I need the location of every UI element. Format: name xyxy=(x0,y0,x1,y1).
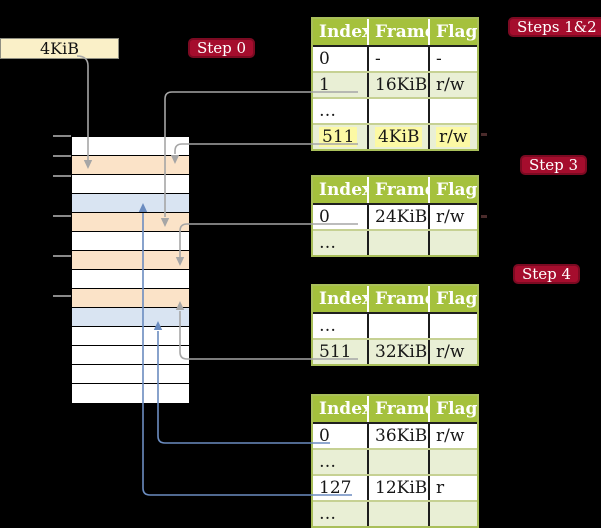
table-cell xyxy=(367,231,428,255)
header-cell: Frame xyxy=(367,286,428,312)
table-row: … xyxy=(313,500,477,526)
page-table-4: Index Frame Flags 0 36KiB r/w … 127 12Ki… xyxy=(311,394,479,528)
cut-off-stub xyxy=(481,215,487,218)
table-cell: … xyxy=(319,452,336,472)
table-header-row: Index Frame Flags xyxy=(313,177,477,203)
table-cell: … xyxy=(319,233,336,253)
table-cell: - xyxy=(367,47,428,71)
header-cell: Index xyxy=(319,180,367,200)
header-cell: Frame xyxy=(367,396,428,422)
header-cell: Flags xyxy=(428,177,477,203)
page-table-3: Index Frame Flags … 511 32KiB r/w xyxy=(311,284,479,366)
table-header-row: Index Frame Flags xyxy=(313,286,477,312)
table-row: 1 16KiB r/w xyxy=(313,71,477,97)
highlighted-value: 511 xyxy=(319,127,358,147)
cut-off-stub xyxy=(481,133,487,136)
table-cell: 511 xyxy=(319,342,352,362)
memory-row xyxy=(72,384,189,403)
table-cell xyxy=(367,502,428,526)
table-cell: 0 xyxy=(319,426,330,446)
header-cell: Flags xyxy=(428,19,477,45)
table-row-highlighted: 511 4KiB r/w xyxy=(313,123,477,149)
step-4-label: Step 4 xyxy=(513,264,581,284)
table-cell: 4KiB xyxy=(367,125,428,149)
memory-column xyxy=(71,136,190,404)
table-cell: r/w xyxy=(428,340,477,364)
memory-row xyxy=(72,327,189,346)
step-3-label: Step 3 xyxy=(520,155,588,175)
table-cell: 0 xyxy=(319,49,330,69)
table-cell: 0 xyxy=(319,207,330,227)
table-cell: r xyxy=(428,476,477,500)
memory-row xyxy=(72,194,189,213)
highlighted-value: r/w xyxy=(436,127,471,147)
table-cell xyxy=(367,99,428,123)
memory-row xyxy=(72,289,189,308)
table-cell: 1 xyxy=(319,75,330,95)
table-row: 127 12KiB r xyxy=(313,474,477,500)
table-row: 0 - - xyxy=(313,45,477,71)
cr3-box-label: 4KiB xyxy=(39,39,79,58)
table-cell xyxy=(428,231,477,255)
memory-row xyxy=(72,213,189,232)
memory-tick-marks xyxy=(53,135,71,297)
table-cell xyxy=(367,314,428,338)
step-0-label: Step 0 xyxy=(188,38,256,58)
header-cell: Index xyxy=(319,399,367,419)
table-cell: r/w xyxy=(428,125,477,149)
cr3-box: 4KiB xyxy=(0,38,119,59)
table-cell: 24KiB xyxy=(367,205,428,229)
highlighted-value: 4KiB xyxy=(375,127,423,147)
header-cell: Index xyxy=(319,289,367,309)
header-cell: Index xyxy=(319,22,367,42)
table-row: 0 36KiB r/w xyxy=(313,422,477,448)
table-row: … xyxy=(313,312,477,338)
table-cell: 36KiB xyxy=(367,424,428,448)
table-row: 511 32KiB r/w xyxy=(313,338,477,364)
page-table-1: Index Frame Flags 0 - - 1 16KiB r/w … 51… xyxy=(311,17,479,151)
table-cell: … xyxy=(319,504,336,524)
steps-1-2-label: Steps 1&2 xyxy=(508,17,601,37)
memory-row xyxy=(72,270,189,289)
memory-row xyxy=(72,156,189,175)
table-cell: r/w xyxy=(428,424,477,448)
table-cell: 127 xyxy=(319,478,352,498)
table-cell xyxy=(428,314,477,338)
header-cell: Flags xyxy=(428,396,477,422)
table-row: … xyxy=(313,448,477,474)
table-row: … xyxy=(313,97,477,123)
table-header-row: Index Frame Flags xyxy=(313,19,477,45)
table-cell: r/w xyxy=(428,73,477,97)
table-cell xyxy=(428,502,477,526)
memory-row xyxy=(72,175,189,194)
table-cell: 32KiB xyxy=(367,340,428,364)
header-cell: Frame xyxy=(367,177,428,203)
header-cell: Flags xyxy=(428,286,477,312)
table-row: … xyxy=(313,229,477,255)
memory-row xyxy=(72,137,189,156)
memory-row xyxy=(72,251,189,270)
table-cell xyxy=(428,450,477,474)
table-cell xyxy=(367,450,428,474)
page-table-2: Index Frame Flags 0 24KiB r/w … xyxy=(311,175,479,257)
table-cell: r/w xyxy=(428,205,477,229)
memory-row xyxy=(72,346,189,365)
memory-row xyxy=(72,365,189,384)
table-cell xyxy=(428,99,477,123)
table-cell: 12KiB xyxy=(367,476,428,500)
table-cell: 511 xyxy=(313,125,367,149)
header-cell: Frame xyxy=(367,19,428,45)
memory-row xyxy=(72,308,189,327)
table-cell: … xyxy=(319,101,336,121)
memory-row xyxy=(72,232,189,251)
table-row: 0 24KiB r/w xyxy=(313,203,477,229)
table-cell: 16KiB xyxy=(367,73,428,97)
table-header-row: Index Frame Flags xyxy=(313,396,477,422)
table-cell: … xyxy=(319,316,336,336)
table-cell: - xyxy=(428,47,477,71)
